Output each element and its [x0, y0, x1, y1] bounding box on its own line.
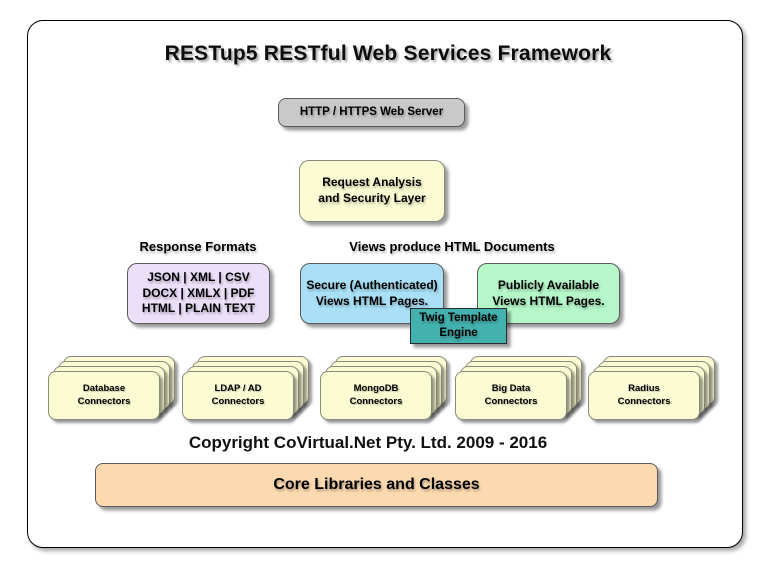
stack-label: LDAP / AD Connectors	[182, 371, 294, 420]
twig-template-engine-box: Twig Template Engine	[410, 308, 507, 344]
core-libraries-box: Core Libraries and Classes	[95, 463, 658, 507]
database-connectors-stack: Database Connectors	[48, 356, 175, 420]
stack-label: Database Connectors	[48, 371, 160, 420]
views-heading: Views produce HTML Documents	[349, 239, 555, 254]
response-formats-box: JSON | XML | CSV DOCX | XMLX | PDF HTML …	[127, 263, 270, 324]
big-data-connectors-stack: Big Data Connectors	[455, 356, 582, 420]
secure-views-box: Secure (Authenticated) Views HTML Pages.	[300, 263, 444, 324]
radius-connectors-stack: Radius Connectors	[588, 356, 715, 420]
ldap-ad-connectors-stack: LDAP / AD Connectors	[182, 356, 309, 420]
stack-label: Radius Connectors	[588, 371, 700, 420]
stack-label: Big Data Connectors	[455, 371, 567, 420]
http-web-server-box: HTTP / HTTPS Web Server	[278, 98, 465, 127]
mongodb-connectors-stack: MongoDB Connectors	[320, 356, 447, 420]
response-formats-heading: Response Formats	[139, 239, 257, 254]
diagram-title: RESTup5 RESTful Web Services Framework	[164, 42, 612, 65]
public-views-box: Publicly Available Views HTML Pages.	[477, 263, 620, 324]
stack-label: MongoDB Connectors	[320, 371, 432, 420]
copyright-text: Copyright CoVirtual.Net Pty. Ltd. 2009 -…	[188, 433, 548, 452]
request-analysis-security-layer-box: Request Analysis and Security Layer	[299, 160, 445, 222]
